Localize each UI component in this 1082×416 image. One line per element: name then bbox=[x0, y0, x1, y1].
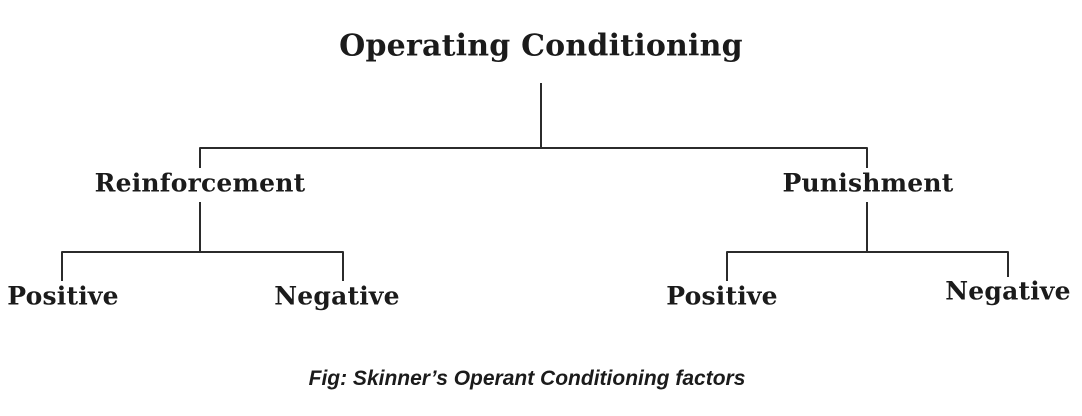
node-reinforcement-positive: Positive bbox=[7, 281, 119, 311]
punishment-elbow-line bbox=[726, 251, 1009, 281]
node-reinforcement-negative: Negative bbox=[274, 281, 400, 311]
reinforcement-elbow-line bbox=[61, 251, 344, 281]
node-punishment: Punishment bbox=[782, 168, 954, 198]
node-operating-conditioning: Operating Conditioning bbox=[339, 28, 743, 64]
node-punishment-positive: Positive bbox=[666, 281, 778, 311]
node-reinforcement: Reinforcement bbox=[94, 168, 306, 198]
node-punishment-negative: Negative bbox=[945, 276, 1071, 306]
figure-caption: Fig: Skinner’s Operant Conditioning fact… bbox=[308, 367, 746, 390]
level1-elbow-line bbox=[199, 147, 868, 168]
